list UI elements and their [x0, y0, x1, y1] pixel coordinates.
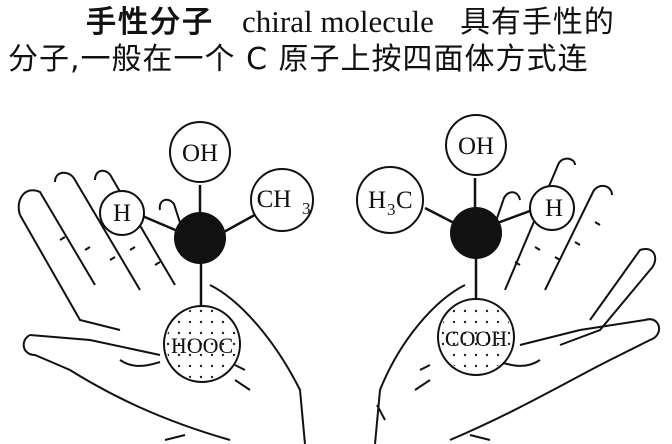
right-h3c-subscript: 3 — [387, 200, 396, 219]
left-central-carbon — [174, 212, 226, 264]
right-hand-drawing — [374, 157, 660, 444]
entry-line-2: 分子,一般在一个 C 原子上按四面体方式连 — [8, 42, 589, 78]
right-cooh-label: COOH — [445, 326, 507, 351]
right-h3c-c: C — [396, 187, 413, 214]
entry-line-1: 手性分子 chiral molecule 具有手性的 — [86, 4, 615, 41]
right-oh-label: OH — [458, 133, 494, 160]
right-central-carbon — [450, 207, 502, 259]
term-english: chiral molecule — [242, 4, 434, 39]
definition-text-1: 具有手性的 — [459, 5, 615, 40]
definition-text-2: 分子,一般在一个 C 原子上按四面体方式连 — [8, 42, 589, 77]
left-oh-label: OH — [182, 140, 218, 167]
term-chinese: 手性分子 — [86, 5, 214, 40]
left-h-label: H — [113, 200, 131, 227]
right-molecule: OH H 3 C H COOH — [356, 114, 575, 376]
right-h3c-h: H — [368, 187, 386, 214]
left-hand-drawing — [17, 169, 306, 444]
left-ch3-subscript: 3 — [302, 199, 311, 218]
right-h-label: H — [545, 195, 563, 222]
left-hooc-label: HOOC — [171, 333, 233, 358]
left-molecule: OH H CH 3 HOOC — [99, 121, 314, 383]
left-ch3-label: CH — [257, 186, 292, 213]
